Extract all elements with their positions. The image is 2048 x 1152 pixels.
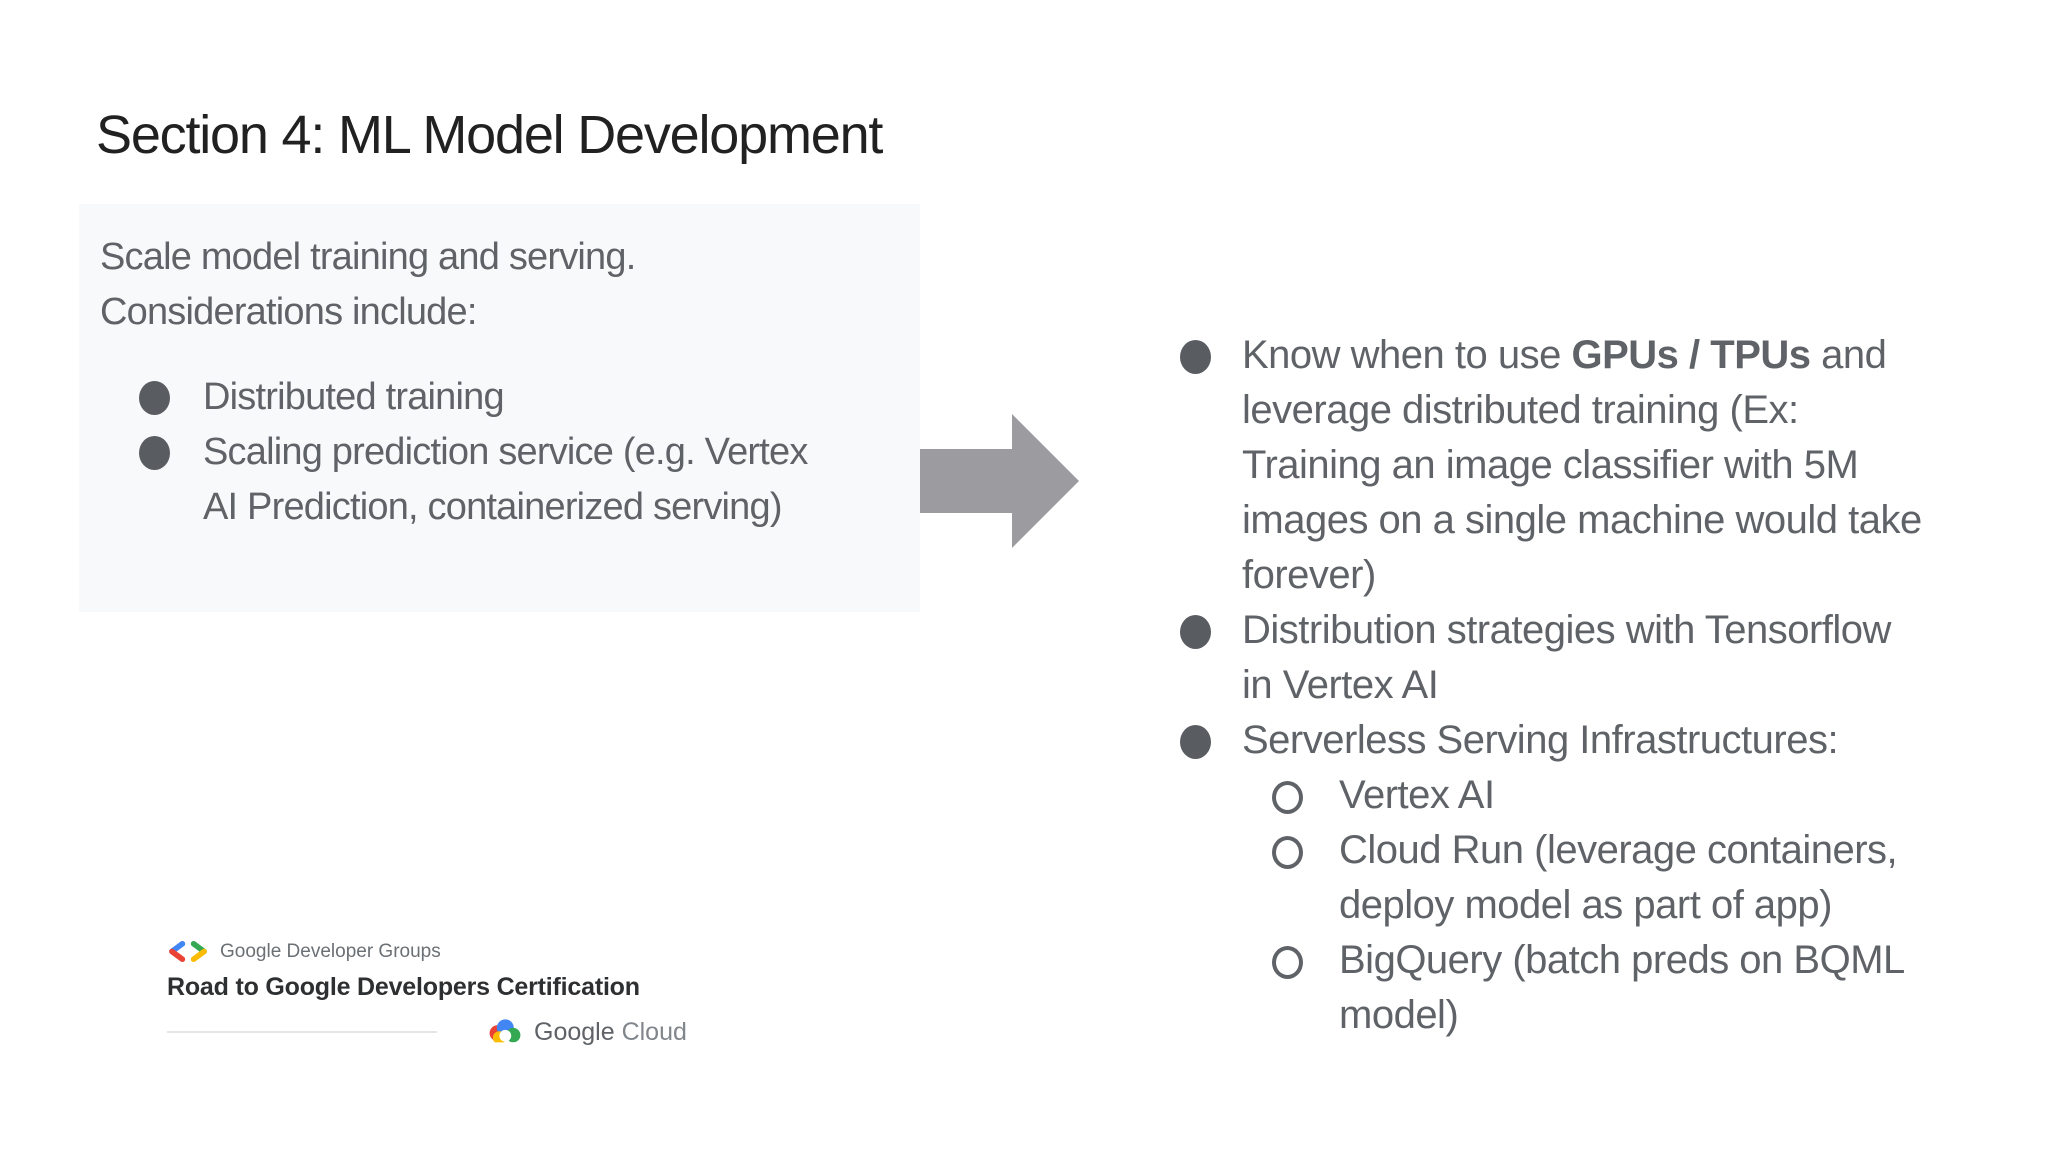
list-item: Scaling prediction service (e.g. Vertex … — [139, 425, 920, 535]
circle-bullet-icon — [1272, 836, 1303, 869]
left-box-intro-text: Scale model training and serving. Consid… — [100, 236, 636, 333]
gdg-brand-row: Google Developer Groups — [167, 937, 441, 966]
slide-title: Section 4: ML Model Development — [96, 105, 883, 165]
google-cloud-brand-row: Google Cloud — [483, 1017, 687, 1048]
bullet-dot-icon — [139, 381, 170, 415]
list-item: Distribution strategies with Tensorflow … — [1180, 603, 1922, 713]
left-bullet-text: Distributed training — [203, 376, 505, 418]
arrow-right-head-icon — [1012, 414, 1079, 548]
gdg-chevrons-icon — [167, 937, 209, 966]
sub-bullet-text: Cloud Run (leverage containers, deploy m… — [1339, 828, 1898, 927]
sub-list-item: BigQuery (batch preds on BQML model) — [1272, 933, 1922, 1043]
bullet-text-suffix: and leverage distributed training (Ex: T… — [1242, 333, 1922, 597]
left-content-box: Scale model training and serving. Consid… — [79, 204, 920, 612]
circle-bullet-icon — [1272, 781, 1303, 814]
arrow-right-icon — [920, 449, 1014, 513]
sub-bullet-text: Vertex AI — [1339, 773, 1495, 817]
bullet-dot-icon — [139, 436, 170, 470]
google-cloud-logo-icon — [483, 1017, 525, 1048]
sub-bullet-text: BigQuery (batch preds on BQML model) — [1339, 938, 1905, 1037]
right-bullet-list: Know when to use GPUs / TPUs and leverag… — [1180, 328, 1922, 1043]
footer-divider-line — [167, 1031, 437, 1033]
bullet-dot-icon — [1180, 725, 1211, 759]
left-bullet-list: Distributed training Scaling prediction … — [79, 370, 920, 535]
brand-word-google: Google — [534, 1018, 615, 1046]
sub-list-item: Vertex AI — [1272, 768, 1922, 823]
google-cloud-wordmark: Google Cloud — [534, 1018, 687, 1047]
bullet-dot-icon — [1180, 340, 1211, 374]
list-item: Distributed training — [139, 370, 920, 425]
sub-list-item: Cloud Run (leverage containers, deploy m… — [1272, 823, 1922, 933]
right-bullet-text: Know when to use GPUs / TPUs and leverag… — [1242, 328, 1922, 603]
right-bullet-text: Serverless Serving Infrastructures: — [1242, 718, 1839, 762]
bullet-text-bold: GPUs / TPUs — [1571, 333, 1812, 377]
bullet-dot-icon — [1180, 615, 1211, 649]
circle-bullet-icon — [1272, 946, 1303, 979]
program-title: Road to Google Developers Certification — [167, 973, 640, 1001]
bullet-text-prefix: Know when to use — [1242, 333, 1572, 377]
brand-word-cloud: Cloud — [621, 1018, 687, 1046]
right-bullet-text: Distribution strategies with Tensorflow … — [1242, 608, 1891, 707]
list-item: Serverless Serving Infrastructures: — [1180, 713, 1922, 768]
left-bullet-text: Scaling prediction service (e.g. Vertex … — [203, 431, 808, 528]
gdg-community-label: Google Developer Groups — [220, 940, 441, 962]
list-item: Know when to use GPUs / TPUs and leverag… — [1180, 328, 1922, 603]
